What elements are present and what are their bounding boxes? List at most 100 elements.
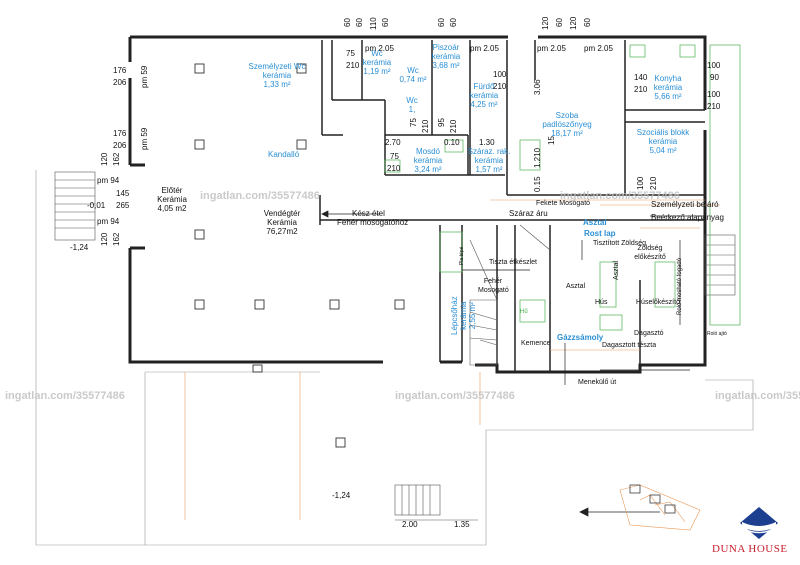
dim: 75 <box>409 118 418 127</box>
dim: pm 2.05 <box>584 44 613 53</box>
dim: 1.30 <box>479 138 495 147</box>
dim: 210 <box>346 61 360 70</box>
dim: 95 <box>437 118 446 127</box>
dim: 100 <box>707 61 721 70</box>
label-dagasztott-teszta: Dagasztott tészta <box>602 342 657 349</box>
dim: 60 <box>355 18 364 27</box>
dim: 210 <box>649 176 658 190</box>
dim: 206 <box>113 78 127 87</box>
label-dagaszto: Dagasztó <box>634 330 664 337</box>
dim: 206 <box>113 141 127 150</box>
label-menekulo-ut: Menekülő út <box>578 379 617 386</box>
dim: 2.00 <box>402 520 418 529</box>
label-tisztitott-zoldseg: Tisztított Zöldség <box>593 240 647 247</box>
dim: 210 <box>493 82 507 91</box>
dim: 75 <box>390 152 399 161</box>
level: -1,24 <box>70 243 89 252</box>
room-label-asztal: Asztal <box>583 218 607 227</box>
label-kesz-etel: Kész étel <box>352 209 385 218</box>
level: -1,24 <box>332 491 351 500</box>
dim: 60 <box>583 18 592 27</box>
label-feher-mosogato: Fehér Mosogató <box>478 278 509 294</box>
level: -0,01 <box>87 201 106 210</box>
dim: 210 <box>421 119 430 133</box>
label-asztal-vertical: Asztal <box>613 260 620 280</box>
watermark: ingatlan.com/35577486 <box>560 190 680 202</box>
dim: 15 <box>547 136 556 145</box>
dim: 210 <box>387 164 401 173</box>
dim: pm 59 <box>140 127 149 150</box>
dim: 60 <box>449 18 458 27</box>
watermark: ingatlan.com/35577486 <box>395 390 515 402</box>
label-feher-mosogatohoz: Fehér mosogatóhoz <box>337 218 409 227</box>
watermark: ingatlan.com/35577486 <box>715 390 800 402</box>
dim: pm 2.05 <box>470 44 499 53</box>
dim: 90 <box>710 73 719 82</box>
brand-name: DUNA HOUSE <box>712 543 788 555</box>
dim: 120 <box>569 16 578 30</box>
dim: 140 <box>634 73 648 82</box>
label-szaraz-aru: Száraz áru <box>509 209 548 218</box>
label-kemence: Kemence <box>521 340 551 347</box>
dim: 210 <box>634 85 648 94</box>
dim: 60 <box>343 18 352 27</box>
dim: 265 <box>116 201 130 210</box>
dim: 1.210 <box>533 147 542 168</box>
dim: 162 <box>112 232 121 246</box>
room-label-gazzsamoly: Gázzsámoly <box>557 333 604 342</box>
dim: 100 <box>493 70 507 79</box>
label-tiszta-etkeszlet: Tiszta étkészlet <box>489 259 537 266</box>
room-label-kandallo: Kandalló <box>268 150 300 159</box>
dim: pm 94 <box>97 176 120 185</box>
label-pm-small: Pla tépé <box>459 246 465 265</box>
watermark: ingatlan.com/35577486 <box>200 190 320 202</box>
dim: 110 <box>369 17 378 30</box>
dim: 162 <box>112 152 121 166</box>
dim: pm 2.05 <box>537 44 566 53</box>
dim: 2.70 <box>385 138 401 147</box>
label-rolo-ajto: Roló ajtó <box>707 331 727 337</box>
dim: 100 <box>636 176 645 190</box>
dim: 3.06 <box>533 79 542 95</box>
dim: 60 <box>437 18 446 27</box>
dim: 145 <box>116 189 130 198</box>
dim: pm 94 <box>97 217 120 226</box>
duna-house-logo <box>740 507 778 539</box>
room-label-rost-lap: Rost lap <box>584 229 616 238</box>
dim: 176 <box>113 129 127 138</box>
dim: 75 <box>346 49 355 58</box>
label-szemelyzeti-bejaro: Személyzeti bejáró <box>651 200 719 209</box>
dim: 1.35 <box>454 520 470 529</box>
dim: 60 <box>555 18 564 27</box>
dim: 0.15 <box>533 176 542 192</box>
label-zoldseg-elokeszito: Zöldség előkészítő <box>634 245 666 261</box>
dim: 120 <box>541 16 550 30</box>
dim: 0.10 <box>444 138 460 147</box>
dim: 210 <box>449 119 458 133</box>
dim: 120 <box>100 152 109 166</box>
label-beerkezo-alapanyag: Beérkező alapanyag <box>651 213 724 222</box>
dim: pm 59 <box>140 65 149 88</box>
dim: 60 <box>381 18 390 27</box>
dim: 210 <box>707 102 721 111</box>
label-rolo: Roló mosható fogadó <box>677 257 683 315</box>
label-asztal-kitchen: Asztal <box>566 283 586 290</box>
label-huselokeszito: Húselőkészítő <box>636 299 680 306</box>
dim: 176 <box>113 66 127 75</box>
dim: pm 2.05 <box>365 44 394 53</box>
watermark: ingatlan.com/35577486 <box>5 390 125 402</box>
